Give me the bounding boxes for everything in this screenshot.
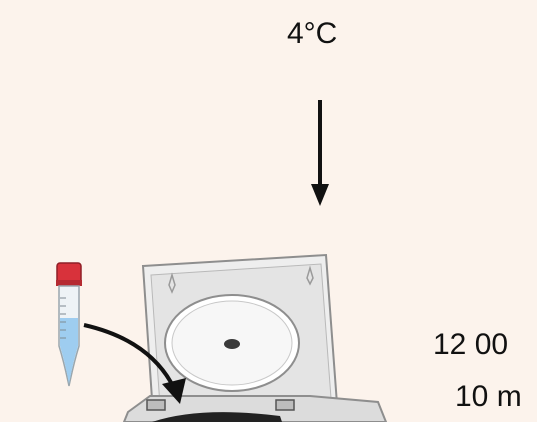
time-label: 10 m	[455, 382, 522, 412]
down-arrow-icon	[311, 100, 329, 206]
speed-label: 12 00	[433, 330, 508, 360]
falcon-tube-icon	[56, 263, 82, 386]
centrifuge-icon	[124, 255, 386, 422]
